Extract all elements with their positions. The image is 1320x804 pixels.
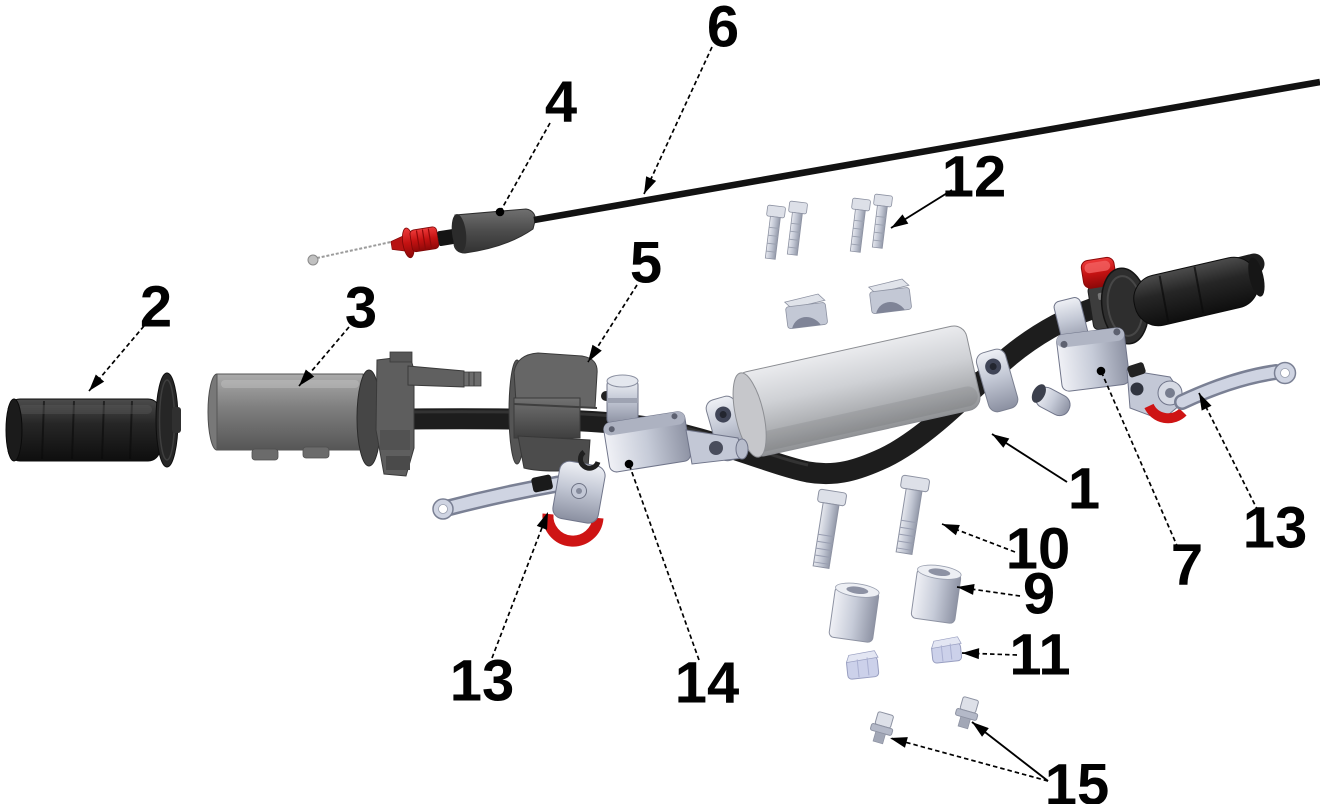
leader-arrowhead-12-0 bbox=[891, 214, 909, 228]
leader-arrowhead-3-0 bbox=[299, 369, 315, 386]
leader-arrowhead-13-left-0 bbox=[536, 512, 548, 530]
mount-bolt bbox=[895, 474, 930, 555]
leader-dot-14-0 bbox=[624, 459, 634, 469]
clutch-reservoir bbox=[603, 411, 692, 473]
leader-line-14-0 bbox=[628, 463, 700, 661]
mount-spacers bbox=[828, 564, 962, 643]
leader-arrowhead-6-0 bbox=[644, 176, 657, 194]
leader-arrowhead-13-right-0 bbox=[1199, 393, 1212, 411]
mount-nuts bbox=[845, 636, 963, 680]
leader-arrowhead-11-0 bbox=[962, 648, 980, 660]
part-label-1: 1 bbox=[1068, 457, 1100, 522]
leader-line-15-0 bbox=[889, 737, 1049, 782]
mc-outlet bbox=[1031, 384, 1071, 417]
cable-inner-wire bbox=[316, 241, 392, 259]
leader-line-7-0 bbox=[1100, 370, 1179, 549]
part-label-15: 15 bbox=[1045, 753, 1110, 804]
pinch-screw bbox=[870, 711, 894, 745]
part-label-13-right: 13 bbox=[1243, 496, 1308, 561]
red-pivot-accent bbox=[1144, 403, 1187, 424]
lever-adjuster bbox=[531, 474, 553, 493]
mount-nut bbox=[845, 650, 880, 680]
leader-dot-4-0 bbox=[495, 207, 505, 217]
throttle-cable-outer bbox=[533, 78, 1320, 224]
part-label-9: 9 bbox=[1023, 562, 1055, 627]
part-label-11: 11 bbox=[1009, 623, 1070, 688]
cable-end-ball bbox=[307, 254, 319, 266]
leader-line-13-left-0 bbox=[491, 511, 549, 659]
lever-ball-hole bbox=[438, 504, 448, 514]
leader-arrowhead-10-0 bbox=[942, 524, 960, 536]
leader-arrowhead-5-0 bbox=[588, 344, 602, 362]
mount-bolts bbox=[812, 474, 930, 569]
part-label-14: 14 bbox=[675, 651, 740, 716]
leader-line-4-0 bbox=[499, 122, 551, 213]
clamp-saddle-block bbox=[867, 278, 912, 315]
part-label-6: 6 bbox=[707, 0, 739, 60]
pinch-screws bbox=[870, 696, 979, 745]
throttle-tube-assembly bbox=[207, 351, 482, 477]
red-pivot-accent bbox=[542, 513, 604, 547]
cable-adjuster bbox=[390, 226, 440, 259]
leader-arrowhead-9-0 bbox=[957, 583, 975, 595]
clamp-bolt bbox=[849, 197, 871, 253]
part-label-7: 7 bbox=[1171, 533, 1203, 598]
cable-ferrule bbox=[437, 228, 457, 247]
mount-nut bbox=[931, 636, 963, 664]
leader-arrowhead-15-0 bbox=[890, 737, 908, 748]
brake-master-cylinder-assembly bbox=[1031, 256, 1297, 424]
mount-spacer bbox=[910, 564, 962, 624]
cable-boot bbox=[451, 208, 536, 254]
part-label-2: 2 bbox=[140, 275, 172, 340]
clamp-saddle-block bbox=[783, 293, 828, 330]
part-label-4: 4 bbox=[545, 70, 577, 135]
lever-ball-hole bbox=[1280, 368, 1290, 378]
handlebar-clamp-bolts bbox=[764, 193, 912, 330]
mount-bolt bbox=[812, 488, 847, 569]
leader-line-13-right-0 bbox=[1198, 392, 1259, 512]
leader-line-10-0 bbox=[941, 523, 1016, 553]
part-label-3: 3 bbox=[345, 276, 377, 341]
leader-arrowhead-1-0 bbox=[992, 434, 1010, 448]
crossbar-pad bbox=[732, 325, 981, 458]
part-label-12: 12 bbox=[942, 145, 1007, 210]
leader-arrowhead-2-0 bbox=[89, 374, 105, 391]
left-grip bbox=[5, 372, 181, 468]
part-label-10: 10 bbox=[1006, 517, 1071, 582]
crossbar-clamp-right bbox=[975, 348, 1019, 413]
mc-body bbox=[1056, 327, 1130, 392]
clamp-bolt bbox=[871, 193, 893, 249]
clamp-bolt bbox=[764, 204, 786, 260]
part-label-13-left: 13 bbox=[450, 649, 515, 714]
leader-line-6-0 bbox=[643, 46, 713, 195]
clutch-lever-assembly bbox=[432, 374, 749, 547]
mount-spacer bbox=[828, 582, 880, 643]
leader-arrowhead-15-1 bbox=[972, 722, 989, 737]
leader-dot-7-0 bbox=[1096, 366, 1106, 376]
part-label-5: 5 bbox=[630, 231, 662, 296]
pinch-screw bbox=[955, 696, 979, 730]
right-grip bbox=[1133, 256, 1265, 327]
throttle-tube bbox=[216, 373, 364, 451]
bar-mount-clamp bbox=[508, 352, 598, 472]
throttle-housing-arm bbox=[407, 365, 465, 388]
clamp-bolt bbox=[786, 200, 808, 256]
throttle-cable-assembly bbox=[307, 78, 1320, 266]
brake-lever-blade bbox=[1176, 366, 1282, 408]
